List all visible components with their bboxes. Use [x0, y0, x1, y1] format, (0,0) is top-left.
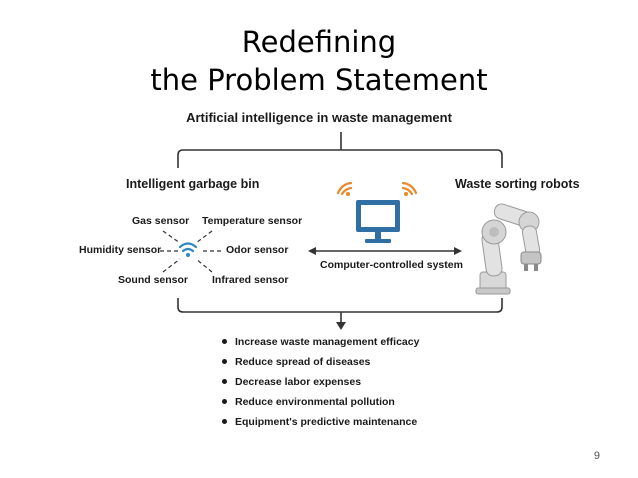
humidity-sensor-label: Humidity sensor	[79, 244, 162, 256]
benefit-item: Decrease labor expenses	[222, 375, 419, 395]
benefits-list: Increase waste management efficacy Reduc…	[222, 335, 419, 435]
computer-monitor-icon	[356, 200, 400, 243]
gas-sensor-label: Gas sensor	[132, 215, 190, 227]
odor-sensor-label: Odor sensor	[226, 244, 289, 256]
slide-title-line2: the Problem Statement	[150, 63, 488, 97]
page-number: 9	[593, 450, 600, 462]
benefit-item: Increase waste management efficacy	[222, 335, 419, 355]
bottom-bracket	[177, 298, 503, 322]
double-arrow	[308, 247, 462, 255]
slide-title-line1: Redefining	[241, 25, 397, 59]
diagram-main-heading: Artificial intelligence in waste managem…	[186, 110, 452, 125]
wifi-signal-left-icon	[336, 181, 353, 196]
infrared-sensor-label: Infrared sensor	[212, 274, 289, 286]
down-arrow-icon	[336, 322, 346, 330]
sensor-connectors	[160, 230, 222, 273]
robot-arm-icon	[475, 203, 542, 295]
sound-sensor-label: Sound sensor	[118, 274, 189, 286]
robots-heading: Waste sorting robots	[455, 177, 580, 191]
benefit-item: Reduce spread of diseases	[222, 355, 419, 375]
wifi-signal-right-icon	[401, 181, 418, 196]
top-bracket	[177, 132, 503, 168]
benefit-item: Reduce environmental pollution	[222, 395, 419, 415]
garbage-bin-heading: Intelligent garbage bin	[126, 177, 260, 191]
computer-system-caption: Computer-controlled system	[320, 259, 463, 271]
sensor-wifi-icon	[178, 242, 198, 257]
benefit-item: Equipment's predictive maintenance	[222, 415, 419, 435]
temperature-sensor-label: Temperature sensor	[202, 215, 303, 227]
